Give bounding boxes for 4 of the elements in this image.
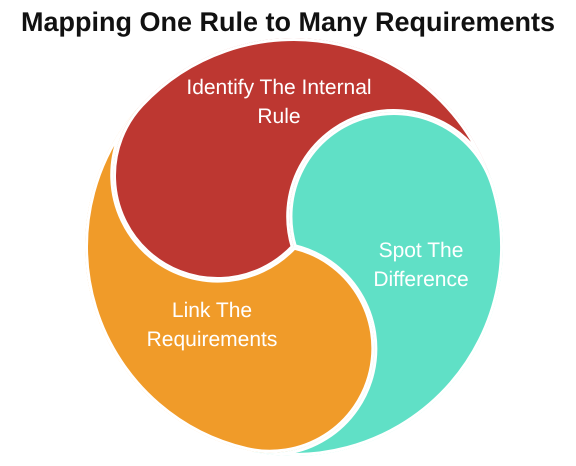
- diagram-title: Mapping One Rule to Many Requirements: [20, 7, 556, 37]
- segment-label: Identify The Internal Rule: [186, 76, 372, 128]
- segment-label: Spot The Difference: [373, 238, 469, 291]
- segment-label: Link The Requirements: [146, 298, 278, 351]
